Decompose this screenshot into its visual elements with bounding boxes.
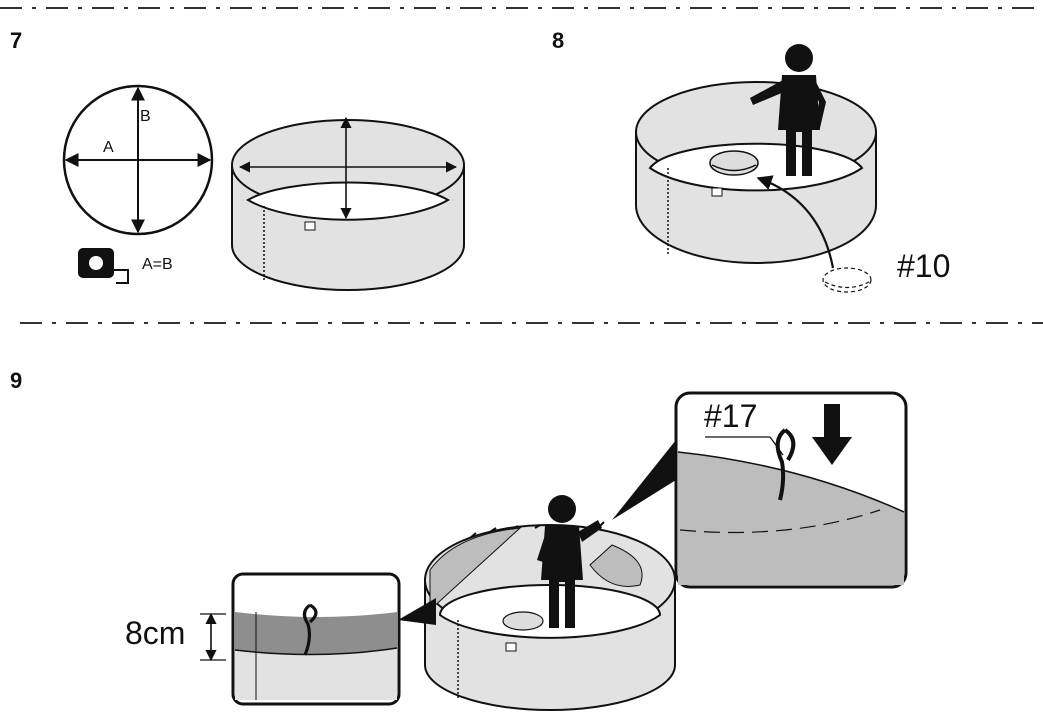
equation-a-equals-b: A=B	[142, 256, 173, 273]
person-icon-step8	[750, 44, 826, 176]
step-number-7: 7	[10, 28, 23, 53]
callout-overlap-detail	[200, 572, 436, 706]
step8-folded-liner	[709, 150, 872, 293]
part-label-10: #10	[897, 248, 951, 284]
step-number-8: 8	[552, 28, 565, 53]
tape-measure-icon	[78, 248, 129, 284]
step7-measure-diagram	[62, 84, 214, 236]
step-number-9: 9	[10, 368, 23, 393]
label-a: A	[103, 139, 114, 156]
label-b: B	[140, 108, 151, 125]
callout-stake-detail	[612, 391, 908, 589]
step8-move-arrow	[756, 175, 835, 269]
measure-8cm: 8cm	[125, 615, 186, 651]
person-icon-step9	[537, 495, 602, 628]
step8-pool	[635, 81, 877, 264]
step7-pool-frame	[231, 116, 465, 291]
part-label-17: #17	[704, 398, 758, 434]
